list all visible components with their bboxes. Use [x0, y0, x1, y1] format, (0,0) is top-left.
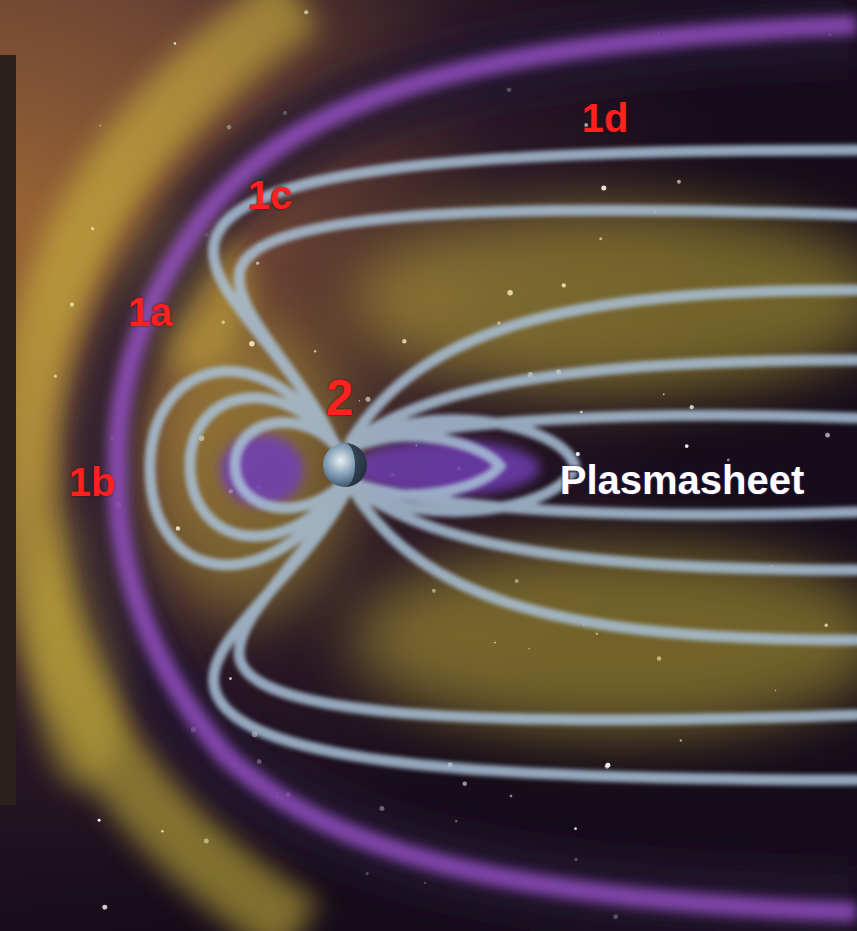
callout-number: 1d	[582, 98, 629, 138]
star	[256, 262, 259, 265]
callout-number: 2	[326, 373, 354, 423]
star	[98, 819, 101, 822]
callout-number: 1a	[128, 292, 173, 332]
lobe-glow	[150, 320, 350, 620]
star	[677, 180, 681, 184]
star	[455, 820, 457, 822]
earth-night-side	[345, 443, 367, 487]
star	[229, 677, 232, 680]
callout-number: 1c	[248, 175, 293, 215]
star	[690, 405, 694, 409]
star	[365, 397, 370, 402]
star	[510, 795, 513, 798]
art-group	[150, 150, 857, 780]
star	[99, 124, 101, 126]
star	[574, 827, 577, 830]
field-line	[239, 210, 857, 441]
star	[102, 905, 107, 910]
edge-strip	[0, 55, 16, 805]
region-label: Plasmasheet	[560, 460, 805, 500]
star	[314, 350, 316, 352]
star	[680, 739, 682, 741]
star	[227, 125, 231, 129]
star	[576, 452, 580, 456]
star	[685, 444, 689, 448]
star	[601, 185, 606, 190]
magnetopause	[118, 25, 857, 912]
star	[825, 433, 830, 438]
callout-number: 1b	[69, 462, 116, 502]
star	[462, 782, 466, 786]
sheath-dark	[104, 30, 857, 905]
field-line	[354, 415, 857, 446]
star	[606, 763, 611, 768]
star	[359, 400, 360, 401]
star	[174, 42, 177, 45]
earth	[323, 443, 367, 487]
